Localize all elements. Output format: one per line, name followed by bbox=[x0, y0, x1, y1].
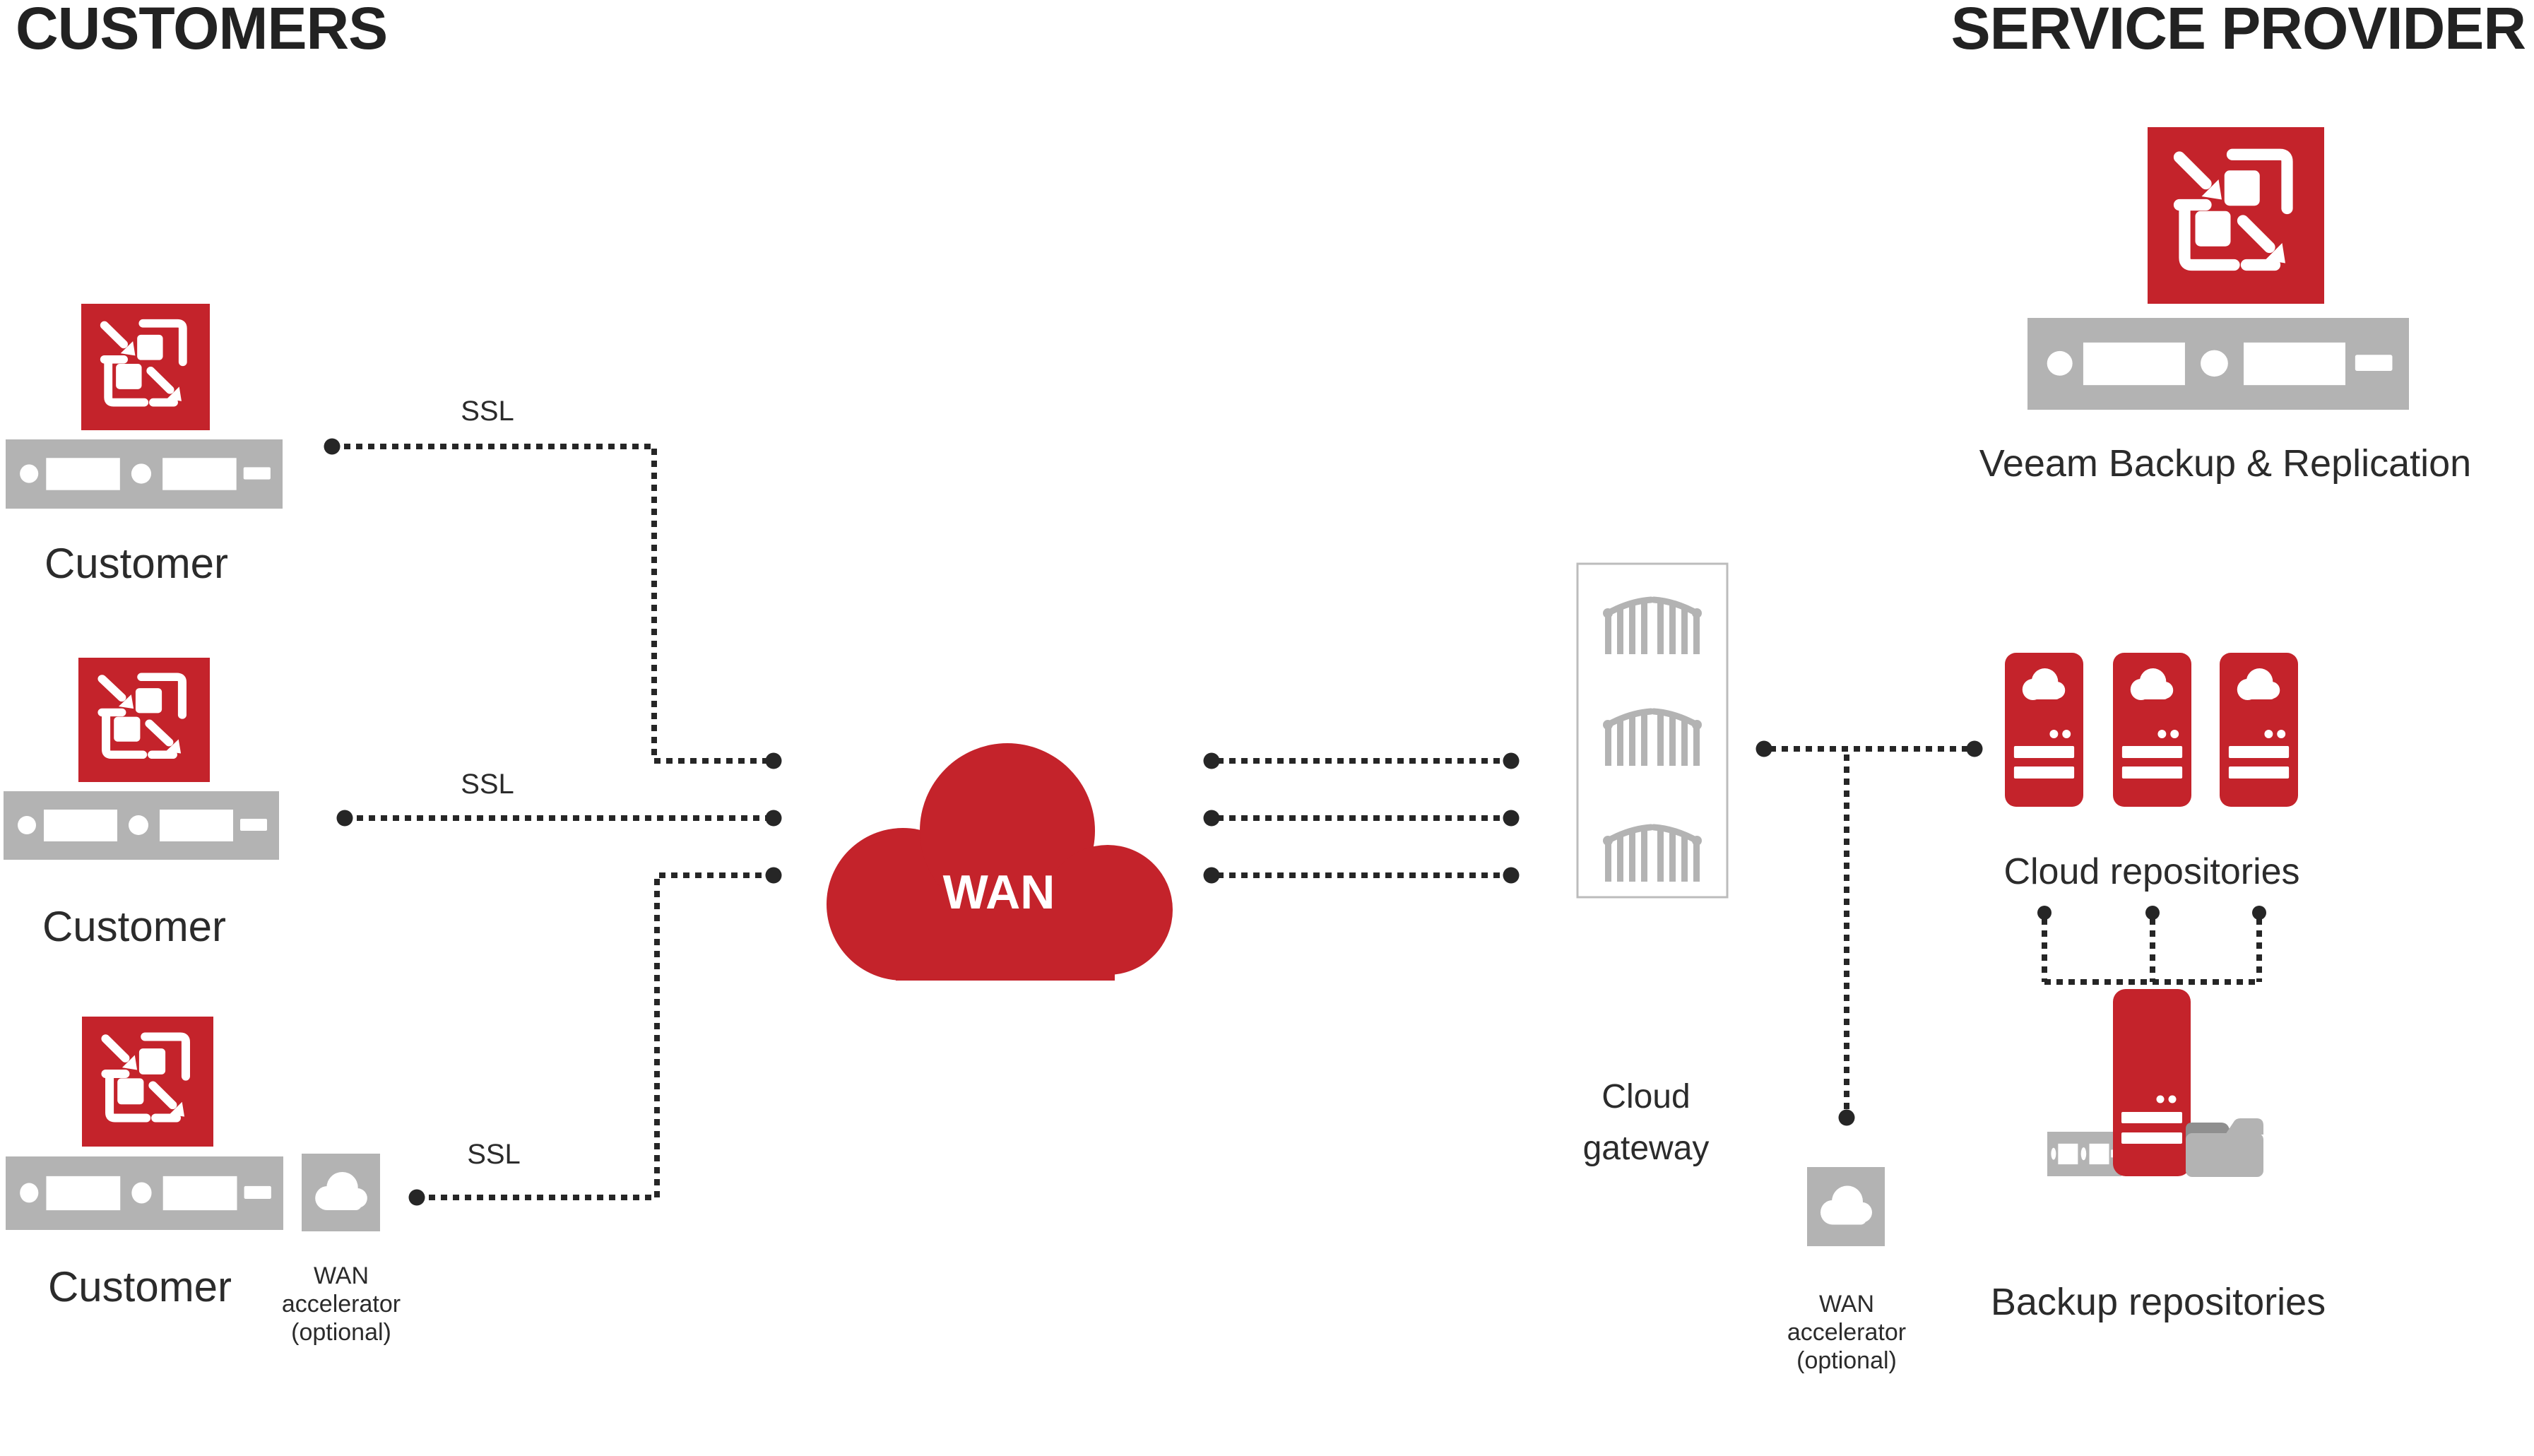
server-icon bbox=[2027, 318, 2409, 410]
customer-1-label: Customer bbox=[44, 540, 229, 587]
ssl-label-3: SSL bbox=[467, 1139, 521, 1170]
service-provider-heading: SERVICE PROVIDER bbox=[1950, 0, 2526, 61]
server-icon bbox=[2047, 1132, 2121, 1176]
accel-label-line1: WAN bbox=[1818, 1291, 1875, 1318]
ssl-connectors bbox=[332, 444, 2262, 1200]
accel-label-line3: (optional) bbox=[1796, 1347, 1897, 1374]
wan-label: WAN bbox=[942, 865, 1055, 919]
cloud-repositories-label: Cloud repositories bbox=[2003, 851, 2300, 892]
wan-cloud-icon bbox=[827, 743, 1173, 981]
cloud-gateway-label: Cloud gateway bbox=[1583, 1071, 1710, 1174]
ssl-label-2: SSL bbox=[461, 769, 514, 800]
server-icon bbox=[4, 791, 279, 860]
customer-2-label: Customer bbox=[42, 903, 227, 950]
cloud-repository-icon bbox=[2220, 653, 2298, 807]
backup-repositories-label: Backup repositories bbox=[1990, 1281, 2326, 1323]
wan-accelerator-customer-label: WAN accelerator (optional) bbox=[282, 1262, 401, 1346]
server-icon bbox=[6, 439, 283, 509]
veeam-arrows-icon bbox=[78, 658, 210, 782]
cloud-gateway-label-line2: gateway bbox=[1582, 1130, 1710, 1167]
vbr-label: Veeam Backup & Replication bbox=[1979, 442, 2472, 485]
cloud-accelerator-icon bbox=[302, 1154, 380, 1231]
cloud-accelerator-icon bbox=[1807, 1167, 1885, 1246]
accel-label-line3: (optional) bbox=[291, 1319, 391, 1346]
accel-label-line1: WAN bbox=[313, 1262, 369, 1289]
veeam-arrows-icon bbox=[81, 304, 210, 430]
customer-3-label: Customer bbox=[47, 1263, 232, 1310]
ssl-line-customer1 bbox=[332, 444, 768, 764]
wan-accelerator-provider-label: WAN accelerator (optional) bbox=[1787, 1290, 1906, 1375]
accel-label-line2: accelerator bbox=[1787, 1319, 1907, 1346]
connector-end-dots bbox=[324, 438, 2266, 1206]
cloud-gateway-box bbox=[1576, 562, 1729, 899]
cloud-gateway-label-line1: Cloud bbox=[1601, 1078, 1691, 1115]
veeam-arrows-icon bbox=[82, 1017, 213, 1147]
ssl-line-customer3 bbox=[417, 872, 768, 1200]
veeam-arrows-icon bbox=[2148, 127, 2324, 304]
ssl-label-1: SSL bbox=[461, 396, 514, 427]
accel-label-line2: accelerator bbox=[281, 1291, 401, 1318]
folder-icon bbox=[2186, 1118, 2263, 1177]
backup-tower-icon bbox=[2113, 989, 2191, 1176]
server-icon bbox=[6, 1156, 283, 1230]
cloud-repository-icon bbox=[2113, 653, 2191, 807]
repos-backup-bracket bbox=[2042, 918, 2262, 985]
customers-heading: CUSTOMERS bbox=[16, 0, 388, 61]
cloud-repository-icon bbox=[2005, 653, 2083, 807]
